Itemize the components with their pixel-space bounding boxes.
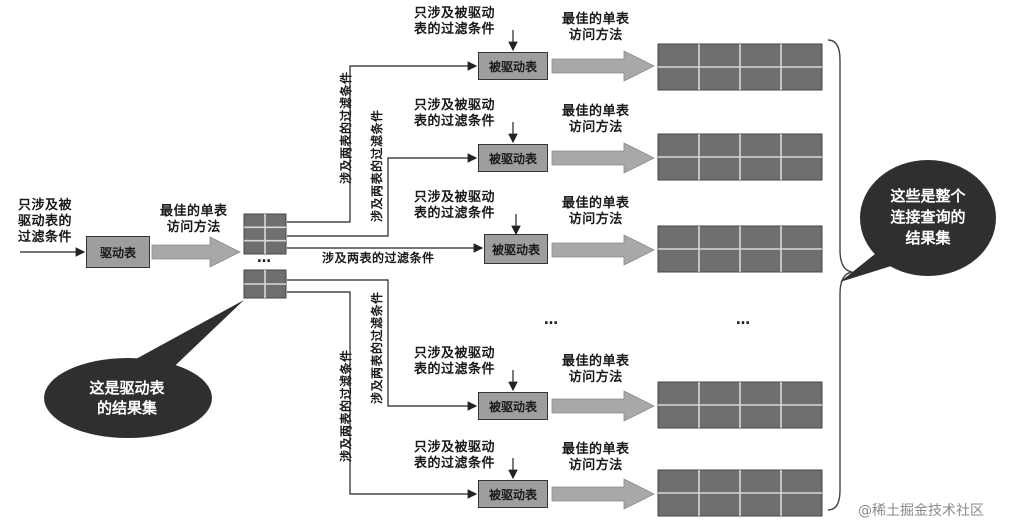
driven-filter-label-5: 只涉及被驱动表的过滤条件 — [414, 440, 496, 471]
join-filter-label-3: 涉及两表的过滤条件 — [322, 251, 435, 265]
driven-filter-label-2: 只涉及被驱动表的过滤条件 — [414, 98, 496, 129]
join-connector-2 — [287, 153, 478, 237]
driver-result-ellipsis: … — [257, 250, 272, 266]
result-ellipsis: … — [736, 312, 751, 328]
join-filter-label-4: 涉及两表的过滤条件 — [370, 291, 384, 404]
driver-table-box: 驱动表 — [86, 236, 150, 268]
driven-filter-label-4: 只涉及被驱动表的过滤条件 — [414, 346, 496, 377]
driver-access-label: 最佳的单表 访问方法 — [160, 204, 228, 235]
driven-access-arrow-5 — [551, 478, 655, 510]
driver-access-arrow — [151, 236, 241, 268]
driven-access-label-1: 最佳的单表访问方法 — [562, 12, 630, 43]
driven-table-box-5: 被驱动表 — [478, 480, 548, 508]
callout-bubbles — [44, 39, 996, 511]
connector-lines — [20, 30, 521, 499]
driven-filter-label-1: 只涉及被驱动表的过滤条件 — [414, 6, 496, 37]
join-connector-1 — [287, 61, 478, 223]
driver-filter-label: 只涉及被 驱动表的 过滤条件 — [18, 198, 73, 245]
result-grids — [243, 43, 823, 517]
driver-result-bubble-text: 这是驱动表 的结果集 — [89, 379, 165, 417]
driven-table-box-2: 被驱动表 — [478, 144, 548, 172]
join-result-bubble — [860, 160, 996, 276]
driven-access-label-2: 最佳的单表访问方法 — [562, 104, 630, 135]
watermark-text: @稀土掘金技术社区 — [858, 503, 984, 519]
join-filter-label-2: 涉及两表的过滤条件 — [370, 109, 384, 222]
join-connector-4 — [287, 279, 478, 411]
driven-ellipsis: … — [544, 312, 559, 328]
driver-result-bubble — [44, 358, 212, 438]
driven-table-box-3: 被驱动表 — [484, 234, 548, 264]
join-filter-label-5: 涉及两表的过滤条件 — [339, 349, 353, 462]
join-filter-label-1: 涉及两表的过滤条件 — [339, 71, 353, 184]
driven-filter-label-3: 只涉及被驱动表的过滤条件 — [414, 190, 496, 221]
driven-access-label-3: 最佳的单表访问方法 — [562, 196, 630, 227]
driven-access-arrow-4 — [551, 390, 655, 422]
driven-access-arrow-2 — [551, 142, 655, 174]
join-connector-5 — [287, 291, 478, 499]
big-arrows — [151, 50, 655, 510]
driven-access-arrow-3 — [551, 234, 655, 266]
driven-access-label-4: 最佳的单表访问方法 — [562, 354, 630, 385]
driven-table-box-1: 被驱动表 — [478, 52, 548, 80]
join-result-bubble-text: 这些是整个 连接查询的 结果集 — [890, 187, 966, 247]
driven-access-arrow-1 — [551, 50, 655, 82]
result-brace — [827, 39, 853, 511]
driven-table-box-4: 被驱动表 — [478, 392, 548, 420]
driven-access-label-5: 最佳的单表访问方法 — [562, 442, 630, 473]
